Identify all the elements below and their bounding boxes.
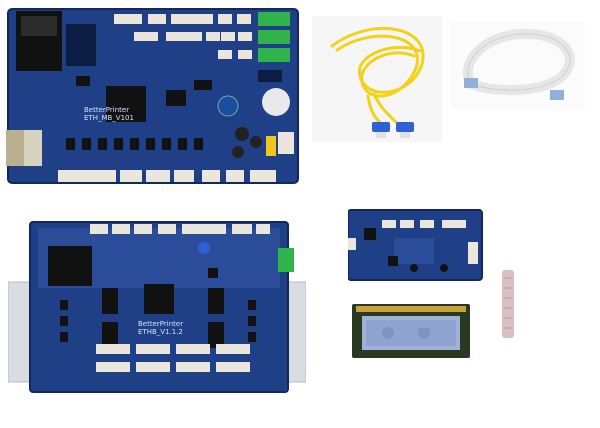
head-board-text-top: BetterPrinter xyxy=(138,320,183,328)
eth-board-text-bottom: ETH_MB_V101 xyxy=(84,114,134,122)
eth-board-text-top: BetterPrinter xyxy=(84,106,129,114)
head-board: BetterPrinter ETHB_V1.1.2 xyxy=(8,218,306,394)
display-control-board xyxy=(348,208,484,282)
head-board-text-bottom: ETHB_V1.1.2 xyxy=(138,328,183,336)
fiber-cable xyxy=(312,16,442,142)
flat-ribbon-cable xyxy=(450,22,585,110)
lcd-module xyxy=(352,304,470,358)
eth-main-board: BetterPrinter ETH_MB_V101 xyxy=(6,6,301,186)
short-ribbon xyxy=(498,268,518,340)
